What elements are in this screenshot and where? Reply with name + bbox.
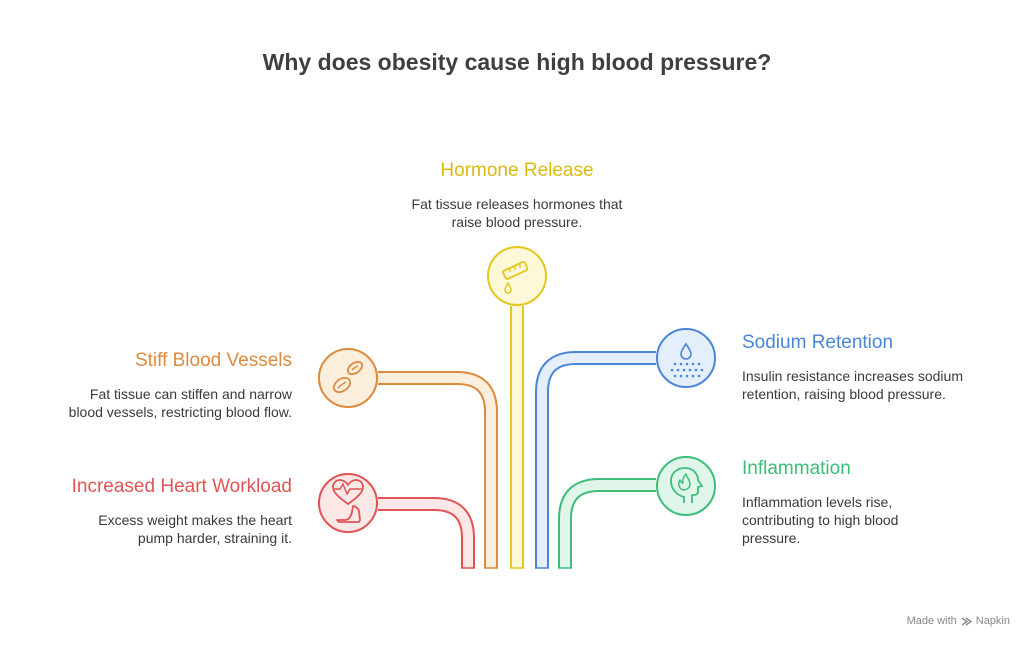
page-title: Why does obesity cause high blood pressu…: [262, 49, 772, 75]
branch-desc-heart-workload: Excess weight makes the heart pump harde…: [98, 512, 292, 546]
connector-hormone-release: [510, 306, 524, 569]
branch-desc-hormone-release: Fat tissue releases hormones that raise …: [411, 196, 623, 230]
connector-inflammation: [558, 478, 656, 569]
branch-desc-stiff-vessels: Fat tissue can stiffen and narrow blood …: [68, 386, 292, 420]
heart-arm-icon: [318, 473, 378, 533]
head-flame-icon: [656, 456, 716, 516]
dropper-icon: [487, 246, 547, 306]
branch-title-sodium-retention: Sodium Retention: [742, 332, 894, 353]
connector-stiff-vessels: [378, 371, 498, 569]
salt-drop-icon: [656, 328, 716, 388]
branch-desc-inflammation: Inflammation levels rise, contributing t…: [742, 494, 899, 546]
blood-cells-icon: [318, 348, 378, 408]
footer-made-with: Made with: [906, 615, 957, 627]
branch-title-hormone-release: Hormone Release: [440, 160, 594, 181]
made-with-napkin: Made with Napkin: [907, 615, 1010, 627]
footer-brand: Napkin: [975, 615, 1010, 627]
branch-title-inflammation: Inflammation: [742, 458, 851, 479]
branch-desc-sodium-retention: Insulin resistance increases sodium rete…: [742, 368, 963, 402]
branch-title-stiff-vessels: Stiff Blood Vessels: [134, 350, 292, 371]
connector-heart-workload: [378, 497, 475, 569]
connector-sodium-retention: [535, 351, 656, 569]
napkin-logo-icon: [961, 616, 972, 626]
branch-title-heart-workload: Increased Heart Workload: [71, 476, 292, 497]
